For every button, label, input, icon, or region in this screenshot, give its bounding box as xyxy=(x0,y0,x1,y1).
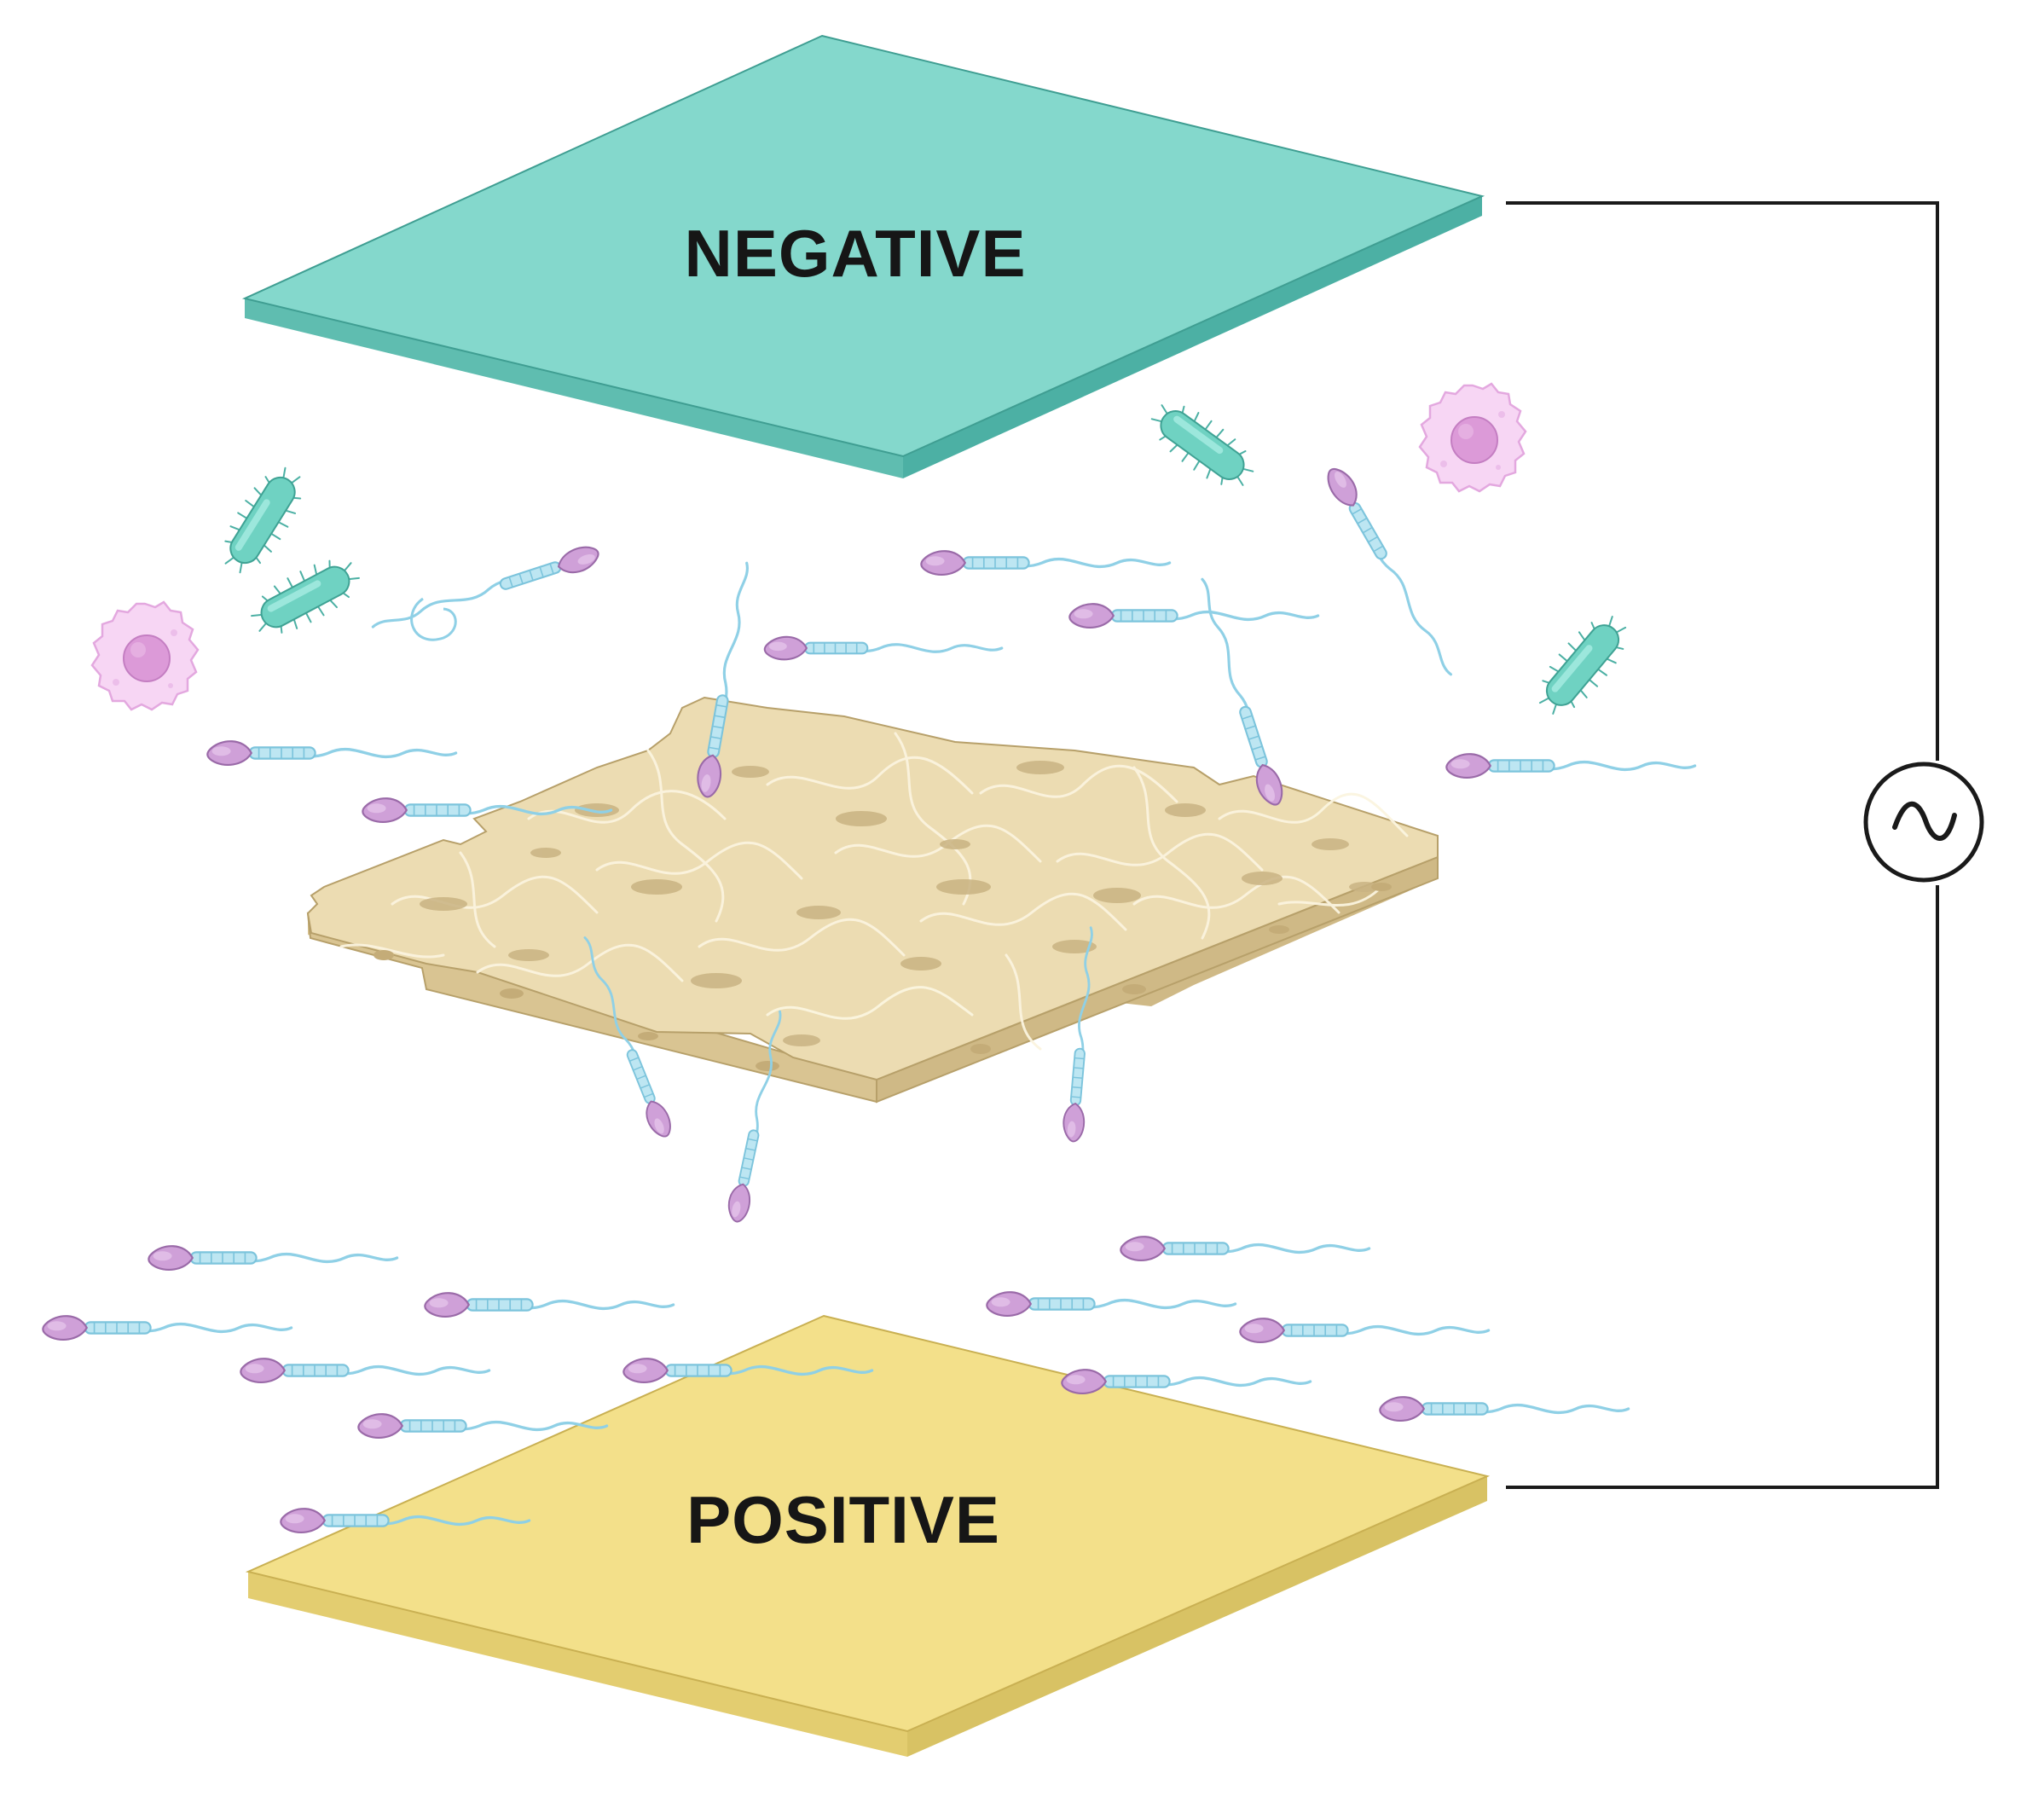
sperm-tail-coil xyxy=(410,597,457,641)
sperm-cell xyxy=(206,739,458,767)
ac-source-icon xyxy=(1863,762,1984,883)
leukocyte xyxy=(90,600,200,711)
sperm-cell xyxy=(147,1244,399,1272)
sperm-cell xyxy=(423,1291,675,1318)
sperm-cell xyxy=(239,1357,491,1384)
bacterium xyxy=(243,547,368,646)
bacterium xyxy=(1526,605,1639,726)
bacterium xyxy=(1141,391,1264,500)
sperm-cell xyxy=(368,541,604,640)
bacterium xyxy=(211,458,315,582)
sperm-cell xyxy=(41,1314,293,1341)
sperm-cell xyxy=(1119,1235,1371,1262)
scaffold xyxy=(306,696,1439,1104)
positive-plate: POSITIVE xyxy=(245,1314,1491,1757)
sperm-cell xyxy=(985,1290,1237,1318)
sperm-cell xyxy=(1378,1395,1630,1422)
sperm-cell xyxy=(1238,1317,1491,1344)
sperm-cell xyxy=(1321,461,1462,682)
negative-label: NEGATIVE xyxy=(685,216,1027,291)
sperm-cell xyxy=(919,549,1172,576)
sperm-cell xyxy=(1445,752,1697,779)
sperm-cell xyxy=(1068,602,1320,629)
negative-plate: NEGATIVE xyxy=(241,34,1485,478)
positive-label: POSITIVE xyxy=(686,1482,1000,1557)
circuit-wire xyxy=(1506,201,1939,1489)
sperm-cell xyxy=(763,635,1004,661)
leukocyte xyxy=(1418,382,1527,493)
